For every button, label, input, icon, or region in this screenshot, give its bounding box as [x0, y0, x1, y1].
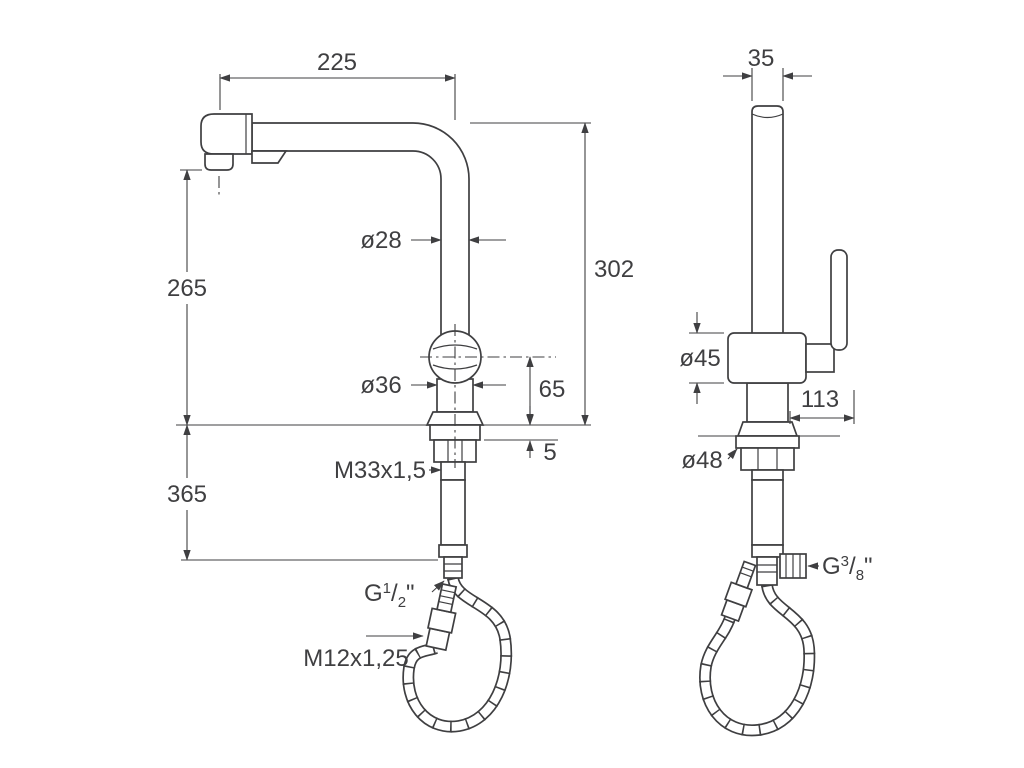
dim-base-gap: 5: [484, 406, 558, 466]
hose-fitting-nut-side: [751, 544, 784, 558]
handle-hub: [805, 343, 835, 373]
spray-nozzle: [204, 153, 234, 171]
pipe-cap-seam: [751, 113, 784, 119]
dim-handle-depth: 113: [789, 386, 855, 424]
dim-body-diameter-side: ø45: [679, 312, 724, 404]
label-m12: M12x1,25: [303, 645, 408, 672]
label-g-half: G1/2": [364, 580, 415, 611]
dim-label-302: 302: [594, 256, 634, 283]
mounting-hardware-side: [735, 421, 807, 586]
handle-lever-rod: [830, 249, 848, 351]
dim-label-35: 35: [748, 45, 775, 72]
dim-label-225: 225: [317, 49, 357, 76]
dim-label-5: 5: [543, 439, 556, 466]
front-view: 225 302 265 365 ø28: [167, 49, 634, 733]
escutcheon-side: [736, 421, 799, 437]
hose-fitting-body-front: [443, 556, 463, 579]
threaded-shank-hatch-side: [751, 479, 784, 546]
dim-label-dia48: ø48: [681, 447, 722, 474]
base-washer-side: [735, 435, 800, 449]
locknut-side: [740, 447, 795, 471]
hose-fitting-nut-front: [438, 544, 468, 558]
label-supply-connection: G3/8": [807, 553, 873, 584]
dim-label-dia28: ø28: [360, 227, 401, 254]
dim-label-65: 65: [539, 376, 566, 403]
dim-label-265: 265: [167, 275, 207, 302]
side-view: 35 ø45 113 ø48 G3/8": [679, 45, 873, 737]
dim-below-deck: 365: [167, 424, 438, 561]
pullout-hose-front: [402, 576, 513, 733]
dim-spout-reach: 225: [219, 49, 456, 120]
spout-and-riser: [200, 113, 470, 341]
label-m33: M33x1,5: [334, 457, 426, 484]
dim-base-diameter: ø48: [681, 447, 738, 474]
lever-handle-side: [805, 249, 848, 373]
label-g-three-eighths: G3/8": [822, 553, 873, 584]
hose-fitting-body-side: [756, 556, 778, 586]
shank-front: [440, 461, 466, 481]
dim-total-height: 302: [470, 122, 634, 426]
dim-label-113: 113: [801, 386, 839, 413]
head-release-clip: [251, 150, 288, 164]
dim-spout-diameter: ø28: [360, 227, 506, 254]
hose-end-fitting-front: [425, 582, 458, 652]
dim-outlet-height: 265: [167, 169, 207, 426]
label-shank-thread: M33x1,5: [334, 457, 442, 484]
threaded-shank-hatch-front: [440, 479, 466, 546]
spout-tube: [251, 122, 470, 341]
dim-label-dia36: ø36: [360, 372, 401, 399]
faucet-body-side: [727, 332, 807, 384]
dim-pipe-diameter: 35: [723, 45, 812, 101]
neck-side: [746, 382, 789, 423]
dim-label-dia45: ø45: [679, 345, 720, 372]
pullout-hose-side: [699, 583, 816, 737]
spray-head: [200, 113, 253, 155]
centerlines-front: [218, 176, 556, 468]
dim-body-diameter-front: ø36: [360, 372, 506, 399]
dim-joint-height: 65: [526, 356, 566, 426]
spout-pipe-side: [751, 105, 784, 341]
label-hose-end-thread: M12x1,25: [303, 632, 424, 672]
hose-end-fitting-side: [720, 560, 757, 623]
label-hose-connection: G1/2": [364, 580, 445, 611]
shank-side: [751, 469, 784, 481]
dim-label-365: 365: [167, 481, 207, 508]
